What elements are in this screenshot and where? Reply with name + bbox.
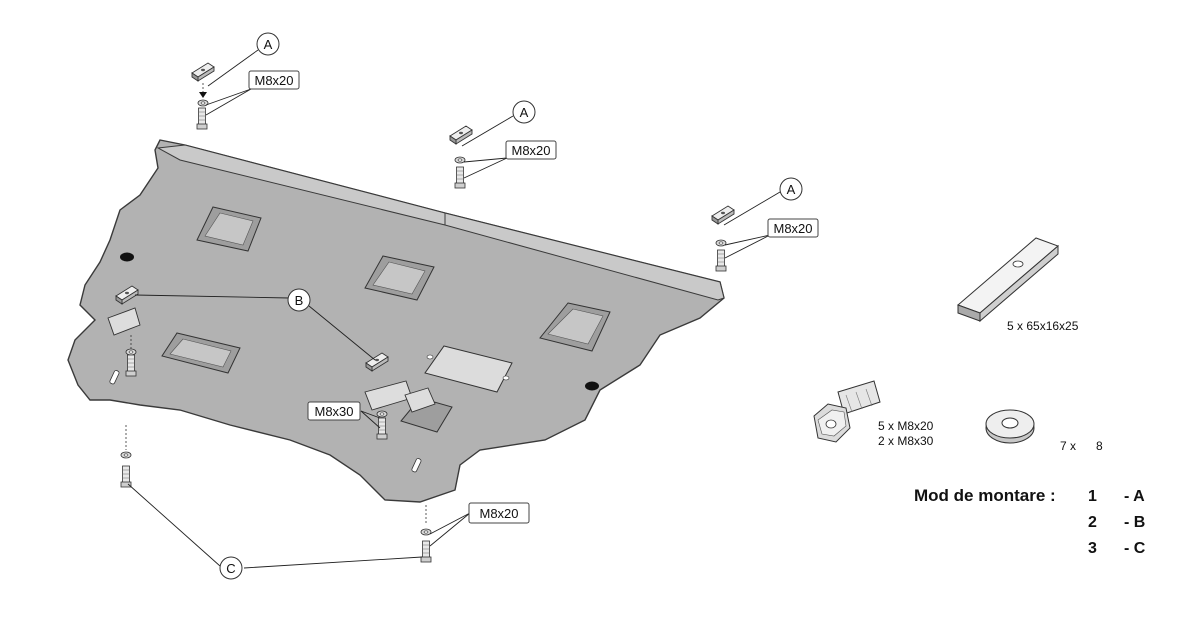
svg-text:M8x20: M8x20 bbox=[479, 506, 518, 521]
mounting-row-1-type: - A bbox=[1124, 488, 1145, 505]
washer-top-middle bbox=[454, 156, 466, 164]
bolt-label-top-left: M8x20 bbox=[248, 70, 300, 90]
bolt-b-left bbox=[125, 354, 137, 377]
skid-plate bbox=[67, 139, 725, 503]
bolt-top-right bbox=[715, 249, 727, 272]
callout-a-left: A bbox=[256, 32, 280, 56]
leader-lines bbox=[127, 49, 781, 569]
mounting-row-1-num: 1 bbox=[1088, 488, 1097, 505]
svg-text:B: B bbox=[295, 293, 304, 308]
bolt-label-top-right: M8x20 bbox=[767, 218, 819, 238]
mounting-row-3-type: - C bbox=[1124, 540, 1146, 557]
svg-text:M8x20: M8x20 bbox=[254, 73, 293, 88]
hex-bolt-part bbox=[813, 380, 881, 443]
mounting-row-2-num: 2 bbox=[1088, 514, 1097, 531]
bolt-qty-m8x20: 5 x M8x20 bbox=[878, 419, 934, 433]
washer-c-bottom bbox=[420, 528, 432, 536]
svg-text:M8x20: M8x20 bbox=[511, 143, 550, 158]
mounting-row-2-type: - B bbox=[1124, 514, 1145, 531]
svg-text:A: A bbox=[787, 182, 796, 197]
washer-c-left bbox=[120, 451, 132, 459]
svg-text:M8x30: M8x30 bbox=[314, 404, 353, 419]
spacer-plate-part bbox=[957, 237, 1059, 323]
bolt-label-center: M8x30 bbox=[307, 401, 361, 421]
bolt-c-left bbox=[120, 465, 132, 488]
washer-part bbox=[985, 409, 1035, 444]
bolt-top-middle bbox=[454, 166, 466, 189]
mounting-title: Mod de montare : bbox=[914, 486, 1056, 505]
washer-size: 8 bbox=[1096, 439, 1103, 453]
callout-a-right: A bbox=[779, 177, 803, 201]
bolt-top-left bbox=[196, 107, 208, 130]
svg-text:M8x20: M8x20 bbox=[773, 221, 812, 236]
svg-text:A: A bbox=[520, 105, 529, 120]
bolt-c-bottom bbox=[420, 540, 432, 563]
mounting-legend: Mod de montare : 1 - A 2 - B 3 - C bbox=[914, 486, 1146, 557]
washer-top-right bbox=[715, 239, 727, 247]
bolt-qty-m8x30: 2 x M8x30 bbox=[878, 434, 934, 448]
washer-qty: 7 x bbox=[1060, 439, 1076, 453]
mounting-row-3-num: 3 bbox=[1088, 540, 1097, 557]
svg-text:A: A bbox=[264, 37, 273, 52]
callout-c: C bbox=[219, 556, 243, 580]
callout-b: B bbox=[287, 288, 311, 312]
bracket-a-left bbox=[191, 62, 215, 82]
washer-b-left bbox=[125, 348, 137, 356]
plate-dims-label: 5 x 65x16x25 bbox=[1007, 319, 1079, 333]
bolt-label-top-middle: M8x20 bbox=[505, 140, 557, 160]
bolt-b-center bbox=[376, 417, 388, 440]
washer-b-center bbox=[376, 410, 388, 418]
callout-a-middle: A bbox=[512, 100, 536, 124]
bracket-a-middle bbox=[449, 125, 473, 145]
bolt-label-bottom: M8x20 bbox=[468, 502, 530, 524]
svg-text:C: C bbox=[226, 561, 235, 576]
